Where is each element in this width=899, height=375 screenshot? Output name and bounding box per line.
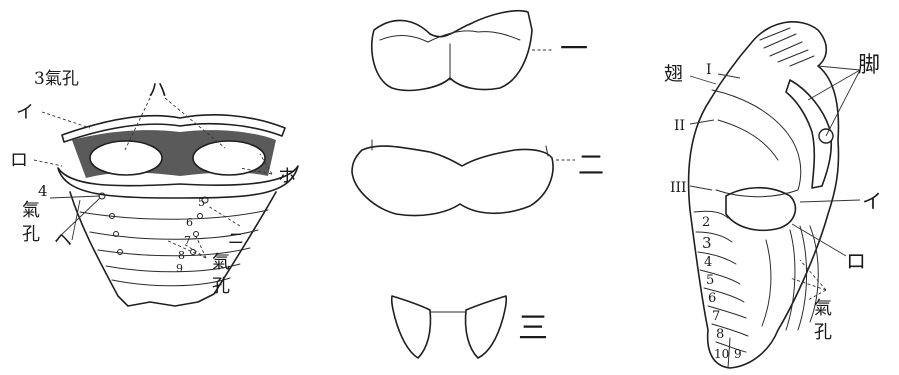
label-right-seg-4: 4 — [704, 255, 712, 270]
label-right-seg-3: 3 — [702, 234, 712, 252]
label-right-seg-8: 8 — [716, 327, 724, 342]
label-right-ro: ロ — [846, 249, 866, 273]
label-right-spiracle-1: 氣 — [814, 298, 832, 319]
label-left-seg9: 9 — [176, 262, 183, 275]
label-right-spiracle-2: 孔 — [814, 322, 832, 343]
label-left-spiracle-left-1: 氣 — [22, 200, 40, 221]
middle-plate-one — [372, 11, 532, 91]
right-lobe-i — [726, 188, 795, 231]
label-left-spiracle-right-1: 氣 — [212, 252, 230, 273]
label-left-spiracle-right-2: 孔 — [212, 276, 230, 297]
label-right-seg-10: 10 — [714, 347, 729, 361]
label-left-seg8: 8 — [178, 249, 185, 262]
label-left-he: ヘ — [54, 230, 72, 251]
middle-figures: 一 二 三 — [352, 11, 604, 358]
right-appendages — [762, 226, 818, 330]
label-middle-one: 一 — [560, 32, 588, 65]
middle-plate-three-left — [392, 296, 431, 358]
label-left-seg6: 6 — [186, 216, 193, 229]
label-right-r3: III — [670, 180, 687, 196]
right-head-hatch — [760, 28, 814, 66]
middle-plate-three-right — [466, 296, 507, 358]
label-right-seg-7: 7 — [712, 309, 720, 324]
label-right-seg-5: 5 — [706, 273, 714, 288]
label-right-r2: II — [674, 118, 685, 134]
label-right-r1: I — [706, 62, 712, 78]
right-figure: 翅 I 脚 II III イ ロ 氣 孔 2 3 4 5 6 7 8 10 9 — [664, 22, 882, 368]
label-left-i: イ — [16, 102, 34, 123]
right-leader-lines — [690, 66, 860, 300]
label-right-seg-9: 9 — [734, 347, 742, 361]
label-left-ro: ロ — [10, 150, 28, 171]
right-wing — [712, 90, 801, 197]
label-left-seg7: 7 — [184, 234, 191, 247]
label-left-ho: ホ — [278, 166, 296, 187]
label-left-ha: ハ — [148, 79, 167, 101]
label-middle-two: 二 — [578, 151, 604, 181]
label-left-spiracle-3: 3氣孔 — [34, 69, 79, 89]
label-middle-three: 三 — [518, 311, 548, 346]
left-oval-right — [193, 141, 265, 175]
label-right-wing: 翅 — [664, 63, 683, 85]
left-figure: 3氣孔 イ ロ ハ ホ 4 氣 孔 ヘ ニ 氣 孔 5 6 7 8 9 — [10, 69, 298, 306]
label-right-i: イ — [862, 189, 882, 213]
label-right-seg-2: 2 — [702, 215, 710, 230]
label-right-leg: 脚 — [858, 53, 880, 78]
middle-plate-two — [352, 146, 553, 215]
left-oval-left — [90, 141, 162, 175]
label-left-spiracle-left-2: 孔 — [22, 224, 40, 245]
label-left-four: 4 — [38, 182, 48, 200]
label-left-ni: ニ — [228, 229, 244, 248]
label-right-seg-6: 6 — [708, 291, 716, 306]
label-left-seg5: 5 — [198, 196, 205, 209]
